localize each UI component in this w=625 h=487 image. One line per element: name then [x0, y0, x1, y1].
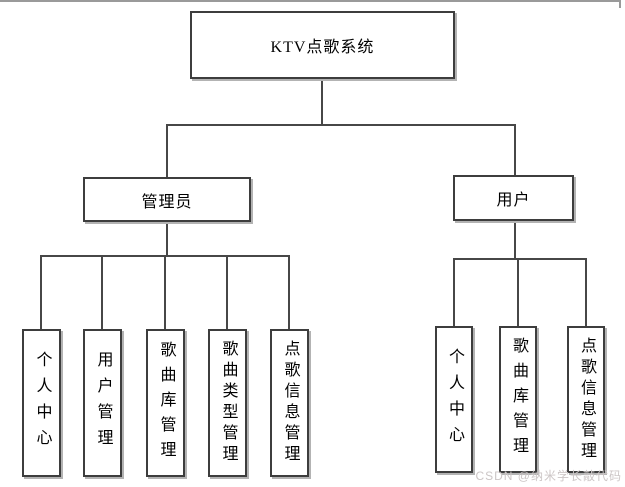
- node-ktv-system: KTV点歌系统: [190, 11, 455, 79]
- node-user: 用户: [453, 175, 574, 221]
- csdn-watermark: CSDN @纳米学长敲代码: [475, 469, 622, 483]
- connector-level1-horizontal: [166, 124, 516, 126]
- node-label: 歌曲类型管理: [219, 340, 237, 466]
- node-label: 点歌信息管理: [281, 340, 299, 466]
- connector-admin-down: [166, 221, 168, 257]
- connector-admin-child-drop-2: [101, 255, 103, 330]
- node-admin-user-management: 用户管理: [83, 329, 122, 477]
- connector-user-drop: [514, 124, 516, 176]
- connector-root-down: [321, 79, 323, 126]
- connector-user-child-drop-1: [453, 258, 455, 327]
- node-admin-personal-center: 个人中心: [22, 329, 61, 477]
- connector-admin-child-drop-3: [164, 255, 166, 330]
- node-label: 歌曲库管理: [157, 340, 175, 466]
- node-label: 用户: [496, 192, 531, 209]
- node-user-song-library-management: 歌曲库管理: [499, 326, 537, 473]
- connector-admin-child-drop-4: [226, 255, 228, 330]
- connector-user-child-drop-3: [585, 258, 587, 327]
- node-label: 个人中心: [446, 347, 463, 452]
- node-admin: 管理员: [83, 177, 251, 222]
- node-label: KTV点歌系统: [270, 39, 375, 56]
- node-user-personal-center: 个人中心: [435, 326, 473, 473]
- connector-admin-child-drop-5: [288, 255, 290, 330]
- node-user-song-request-info-management: 点歌信息管理: [567, 326, 605, 473]
- connector-admin-child-drop-1: [40, 255, 42, 330]
- connector-user-down: [514, 220, 516, 260]
- node-admin-song-request-info-management: 点歌信息管理: [270, 329, 309, 477]
- node-label: 个人中心: [33, 351, 51, 455]
- node-admin-song-type-management: 歌曲类型管理: [208, 329, 247, 477]
- connector-user-child-drop-2: [517, 258, 519, 327]
- node-label: 用户管理: [94, 351, 112, 455]
- top-frame-line: [0, 0, 621, 2]
- node-label: 歌曲库管理: [510, 337, 527, 462]
- node-admin-song-library-management: 歌曲库管理: [146, 329, 185, 477]
- top-frame-corner-tick: [619, 0, 621, 8]
- connector-admin-drop: [166, 124, 168, 178]
- connector-user-children-horizontal: [453, 258, 587, 260]
- node-label: 点歌信息管理: [578, 336, 595, 463]
- node-label: 管理员: [141, 193, 193, 211]
